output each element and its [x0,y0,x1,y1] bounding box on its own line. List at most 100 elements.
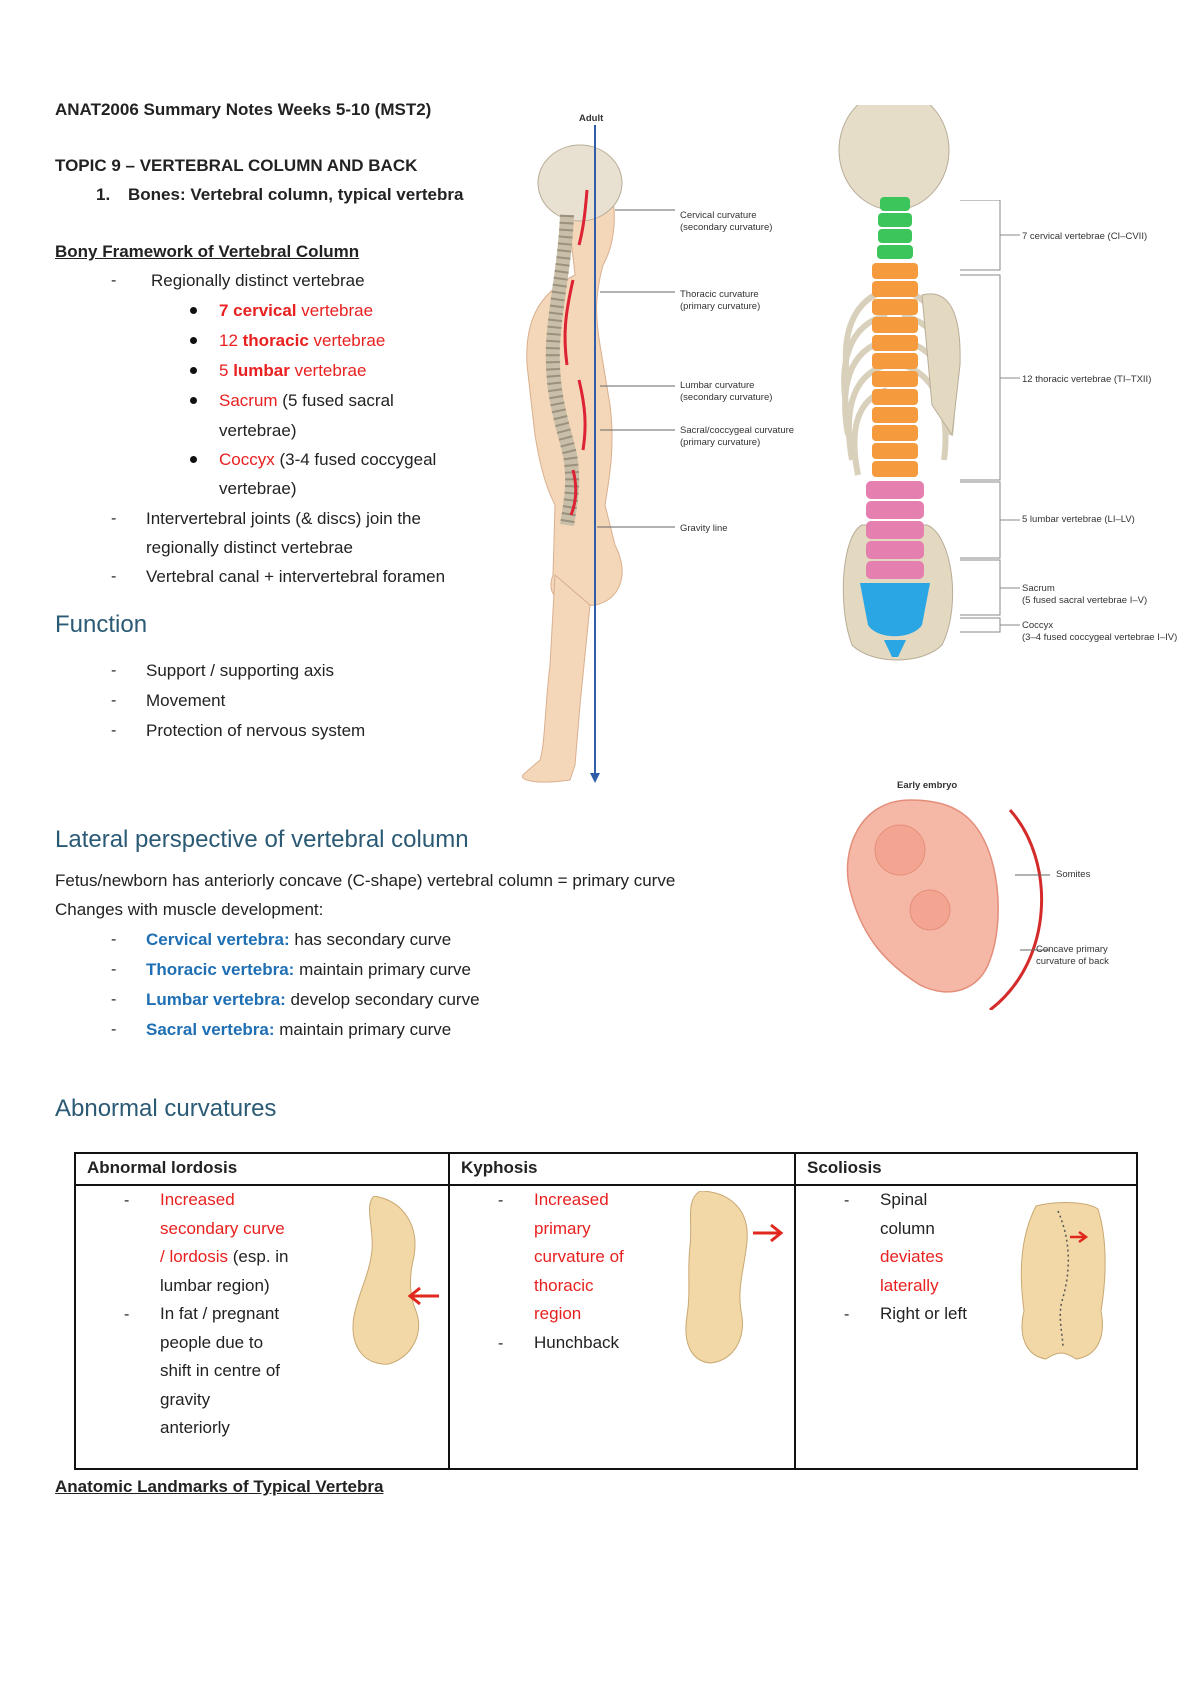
concave-curvature-label: Concave primary [1036,944,1108,955]
lateral-item-text: maintain primary curve [274,1020,452,1039]
thoracic-vertebrae [872,263,918,477]
red-arrow-icon [1070,1230,1089,1244]
embryo-heart-shape [909,889,951,931]
lateral-item-label: Cervical vertebra: [146,930,290,949]
bony-framework-heading: Bony Framework of Vertebral Column [55,242,360,261]
lordosis-line: gravity [160,1389,211,1409]
dash-marker: - [111,568,117,585]
bony-sacrum: Sacrum (5 fused sacral [219,391,394,411]
lateral-item-text: has secondary curve [289,930,452,949]
cervical-curve-mark [577,189,589,246]
back-brackets [960,200,1020,633]
bony-item-canal: Vertebral canal + intervertebral foramen [146,567,446,586]
sub-number: 1. [96,185,111,204]
adult-label: Adult [579,113,604,124]
bullet-icon [190,397,197,404]
lumbar-curvature-sub: (secondary curvature) [680,392,773,403]
thoracic-curve-mark [563,279,575,366]
bullet-icon [190,456,197,463]
lateral-line1: Fetus/newborn has anteriorly concave (C-… [55,871,676,890]
lateral-item-label: Lumbar vertebra: [146,990,286,1009]
cell-lordosis: - Increased secondary curve / lordosis (… [74,1184,450,1470]
header-label: Abnormal lordosis [87,1158,238,1177]
scoliosis-line: deviates [880,1247,944,1266]
kyphosis-line: thoracic [534,1275,594,1295]
leg-shape [522,573,591,783]
scapula-shape [921,293,961,437]
lordosis-line: anteriorly [160,1418,230,1437]
coccyx-line1: (3-4 fused coccygeal [274,450,437,469]
lumbar-curvature-label: Lumbar curvature [680,380,755,391]
embryo-figure [846,799,1050,1010]
lateral-item-text: maintain primary curve [294,960,472,979]
bony-cervical: 7 cervical vertebrae [219,301,373,321]
dash-marker: - [111,1021,117,1038]
lordosis-line: Increased [160,1190,235,1209]
header-lordosis: Abnormal lordosis [74,1152,450,1186]
bony-coccyx-line2: vertebrae) [219,479,297,498]
function-item: Movement [146,691,226,710]
scoliosis-line: laterally [880,1275,939,1295]
back-lumbar-label: 5 lumbar vertebrae (LI–LV) [1022,514,1135,525]
red-arrow-icon [753,1223,784,1243]
kyphosis-text: Increased primary curvature of thoracic … [534,1186,624,1357]
cervical-strong: 7 cervical [219,301,297,320]
thoracic-curvature-label: Thoracic curvature [680,289,759,300]
cell-kyphosis: - Increased primary curvature of thoraci… [448,1184,796,1470]
dash-marker: - [111,991,117,1008]
scoliosis-line: Spinal [880,1190,928,1209]
dash-marker: - [111,961,117,978]
lateral-item-lumbar: Lumbar vertebra: develop secondary curve [146,990,480,1010]
lordosis-line: people due to [160,1332,264,1352]
thoracic-strong: thoracic [242,331,309,350]
lateral-item-sacral: Sacral vertebra: maintain primary curve [146,1020,451,1040]
lumbar-strong: lumbar [233,361,290,380]
back-view-figure [832,105,967,675]
sacral-curvature-sub: (primary curvature) [680,437,761,448]
cervical-rest: vertebrae [296,301,374,320]
lateral-item-thoracic: Thoracic vertebra: maintain primary curv… [146,960,471,980]
dash-marker: - [844,1306,850,1323]
back-coccyx-label: Coccyx [1022,620,1054,631]
bony-sacrum-line2: vertebrae) [219,421,297,440]
header-kyphosis: Kyphosis [448,1152,796,1186]
back-sacrum-label: Sacrum [1022,583,1055,594]
body-shape [352,1196,420,1365]
function-item: Support / supporting axis [146,661,335,680]
bony-thoracic: 12 thoracic vertebrae [219,331,385,351]
body-shape [685,1191,748,1364]
sacrum-red: Sacrum [219,391,278,410]
scoliosis-line: column [880,1218,935,1238]
gravity-arrow-icon [590,773,600,783]
coccyx-red: Coccyx [219,450,275,469]
lumbar-rest: vertebrae [289,361,367,380]
kyphosis-line: primary [534,1218,591,1238]
lordosis-figure [352,1196,439,1365]
lateral-heading: Lateral perspective of vertebral column [55,826,469,853]
kyphosis-figure [685,1191,784,1364]
side-view-figure [522,125,675,783]
dash-marker: - [111,931,117,948]
dash-marker: - [111,272,117,289]
bullet-icon [190,367,197,374]
function-item: Protection of nervous system [146,721,366,740]
cervical-curvature-sub: (secondary curvature) [680,222,773,233]
dash-marker: - [111,692,117,709]
header-label: Scoliosis [807,1158,882,1177]
thoracic-curvature-sub: (primary curvature) [680,301,761,312]
lateral-item-label: Thoracic vertebra: [146,960,295,979]
concave-curvature-sub: curvature of back [1036,956,1109,967]
dash-marker: - [111,510,117,527]
sacral-curvature-label: Sacral/coccygeal curvature [680,425,795,436]
kyphosis-line: region [534,1304,582,1323]
bony-lumbar: 5 lumbar vertebrae [219,361,366,381]
lordosis-line: secondary curve [160,1218,285,1238]
lordosis-line: shift in centre of [160,1361,281,1380]
scoliosis-text: Spinal column deviates laterally Right o… [880,1186,967,1329]
abnormal-heading: Abnormal curvatures [55,1095,277,1122]
lordosis-line: / lordosis (esp. in [160,1243,289,1272]
lateral-item-cervical: Cervical vertebra: has secondary curve [146,930,451,950]
lordosis-line: lumbar region) [160,1275,270,1295]
sacrum-shape [860,583,930,637]
cervical-vertebrae [877,197,913,259]
